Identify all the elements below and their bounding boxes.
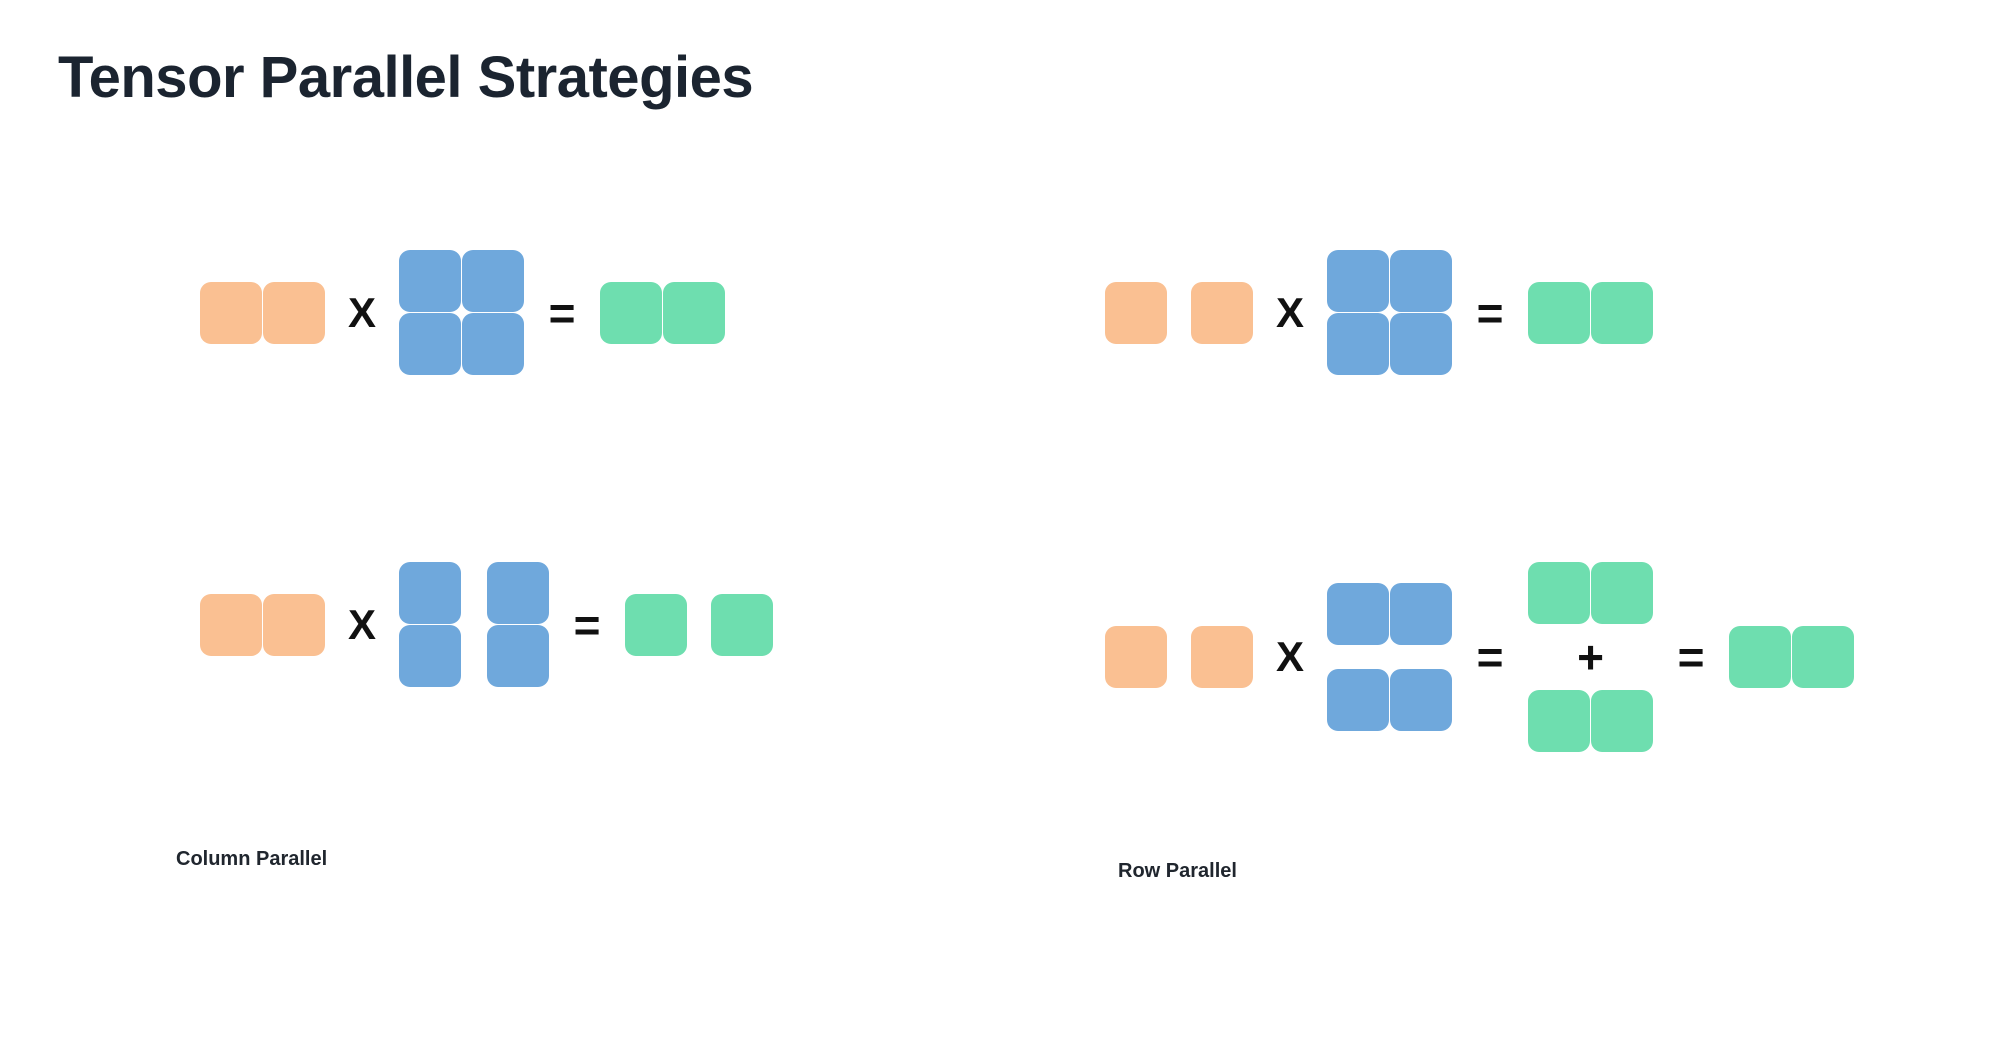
matrix-weight-matrix [399,250,524,375]
matrix-input-activations [200,281,325,344]
matrix-cell [200,281,262,344]
matrix-cell [1390,313,1452,375]
matrix-input-activations [200,593,325,656]
operator-multiply: X [347,288,376,336]
matrix-cell [462,250,524,312]
operator-multiply: X [1275,288,1304,336]
matrix-cell [1191,626,1253,688]
matrix-cell [263,593,325,656]
matrix-partial-sum-rank0 [1528,562,1653,624]
matrix-cell [399,562,461,624]
matrix-cell [1390,250,1452,312]
page-title: Tensor Parallel Strategies [58,45,754,110]
matrix-cell [1591,281,1653,344]
matrix-cell [462,313,524,375]
panel-label-row-parallel: Row Parallel [1118,860,1237,882]
matrix-cell [399,625,461,687]
equation-row-parallel-unsharded: X = [1105,250,1653,375]
matrix-cell [1105,281,1167,344]
matrix-cell [200,593,262,656]
matrix-output-activations [1528,281,1653,344]
matrix-cell [1792,626,1854,688]
matrix-input-activations-column-sharded [1105,281,1253,344]
matrix-weight-matrix [1327,250,1452,375]
matrix-cell [1528,562,1590,624]
matrix-cell [1390,669,1452,731]
operator-multiply: X [1275,633,1304,680]
matrix-cell [399,313,461,375]
matrix-cell [263,281,325,344]
partial-sums-stack: + [1528,562,1653,752]
matrix-output-activations-all-reduced [1729,626,1854,688]
operator-equals: = [1677,631,1705,683]
matrix-cell [1327,250,1389,312]
matrix-cell [600,281,662,344]
matrix-cell [1390,583,1452,645]
operator-equals: = [1476,286,1504,339]
matrix-cell [625,593,687,656]
matrix-output-activations-column-sharded [625,593,773,656]
matrix-cell [1591,562,1653,624]
matrix-cell [663,281,725,344]
panel-label-column-parallel: Column Parallel [176,848,328,870]
matrix-cell [1528,690,1590,752]
operator-multiply: X [347,600,376,648]
operator-equals: = [548,286,576,339]
matrix-weight-matrix-row-sharded [1327,583,1452,731]
matrix-cell [1105,626,1167,688]
matrix-cell [487,562,549,624]
matrix-input-activations-column-sharded [1105,626,1253,688]
matrix-cell [1729,626,1791,688]
matrix-output-activations [600,281,725,344]
matrix-cell [711,593,773,656]
matrix-cell [1191,281,1253,344]
equation-column-parallel-sharded: X = [200,562,773,687]
operator-equals: = [573,598,601,651]
equation-column-parallel-unsharded: X = [200,250,725,375]
matrix-weight-matrix-column-sharded [399,562,549,687]
operator-plus: + [1577,631,1604,683]
equation-row-parallel-sharded: X = + = [1105,562,1854,752]
matrix-cell [1528,281,1590,344]
matrix-cell [1327,583,1389,645]
matrix-cell [1327,313,1389,375]
matrix-cell [1591,690,1653,752]
matrix-cell [1327,669,1389,731]
matrix-partial-sum-rank1 [1528,690,1653,752]
matrix-cell [399,250,461,312]
operator-equals: = [1476,631,1504,683]
matrix-cell [487,625,549,687]
